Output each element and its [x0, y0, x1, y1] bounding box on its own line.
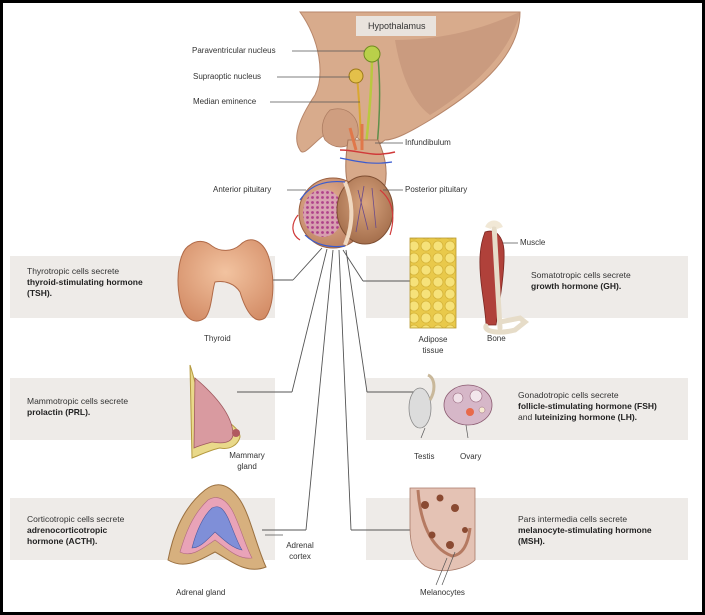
- ovary-shape: [443, 384, 493, 426]
- fsh-line: Gonadotropic cells secrete: [518, 390, 619, 400]
- paraventricular-nucleus-shape: [363, 45, 381, 63]
- hypothalamus-label-bg: [356, 16, 436, 36]
- mammary-gland-label: Mammary gland: [229, 451, 265, 471]
- hypothalamus-label: Hypothalamus: [368, 21, 426, 31]
- testis-label: Testis: [414, 452, 435, 461]
- prl-line: Mammotropic cells secrete: [27, 396, 129, 406]
- bone-label: Bone: [487, 334, 506, 343]
- adrenal-gland-shape: [167, 484, 267, 570]
- tsh-abbrev: (TSH).: [27, 288, 53, 298]
- lh-hormone: and luteinizing hormone (LH).: [518, 412, 638, 422]
- acth-abbrev: hormone (ACTH).: [27, 536, 98, 546]
- msh-line: Pars intermedia cells secrete: [518, 514, 628, 524]
- infundibulum-label: Infundibulum: [405, 138, 451, 147]
- anterior-pituitary-label: Anterior pituitary: [213, 185, 272, 194]
- mammary-gland-shape: [189, 364, 241, 459]
- skin-melanocytes-shape: [409, 487, 476, 572]
- median-eminence-label: Median eminence: [193, 97, 257, 106]
- posterior-pituitary-label: Posterior pituitary: [405, 185, 468, 194]
- adrenal-cortex-label: Adrenal cortex: [286, 541, 314, 561]
- prl-hormone: prolactin (PRL).: [27, 407, 91, 417]
- thyroid-label: Thyroid: [204, 334, 231, 343]
- adipose-tissue-label: Adipose tissue: [418, 335, 448, 355]
- supraoptic-nucleus-shape: [348, 68, 364, 84]
- msh-abbrev: (MSH).: [518, 536, 545, 546]
- acth-hormone: adrenocorticotropic: [27, 525, 108, 535]
- acth-line: Corticotropic cells secrete: [27, 514, 125, 524]
- infundibulum-shape: [339, 124, 396, 186]
- fsh-hormone: follicle-stimulating hormone (FSH): [518, 401, 657, 411]
- muscle-bone-shape: [479, 220, 530, 335]
- paraventricular-nucleus-label: Paraventricular nucleus: [192, 46, 276, 55]
- gh-hormone: growth hormone (GH).: [531, 281, 622, 291]
- muscle-label: Muscle: [520, 238, 546, 247]
- pituitary-gland: [292, 175, 394, 249]
- tsh-line: Thyrotropic cells secrete: [27, 266, 120, 276]
- connector-lines: [237, 247, 420, 531]
- hypothalamus-tissue: [296, 11, 521, 153]
- supraoptic-nucleus-label: Supraoptic nucleus: [193, 72, 262, 81]
- adipose-tissue-shape: [409, 237, 457, 329]
- testis-shape: [408, 373, 436, 429]
- thyroid-shape: [177, 239, 274, 322]
- tsh-hormone: thyroid-stimulating hormone: [27, 277, 143, 287]
- gh-line: Somatotropic cells secrete: [531, 270, 631, 280]
- msh-hormone: melanocyte-stimulating hormone: [518, 525, 652, 535]
- ovary-label: Ovary: [460, 452, 482, 461]
- melanocytes-label: Melanocytes: [420, 588, 465, 597]
- adrenal-gland-label: Adrenal gland: [176, 588, 226, 597]
